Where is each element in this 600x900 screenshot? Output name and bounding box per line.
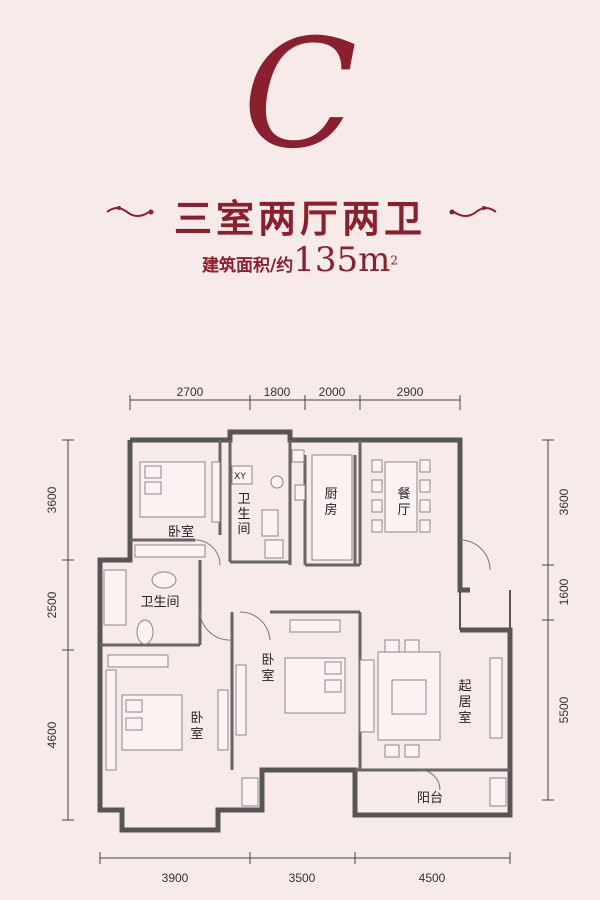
room-living-1: 起 (458, 679, 471, 694)
room-bedroom-bottom-1: 卧 (190, 711, 203, 726)
dim-bottom-1: 3900 (162, 871, 189, 885)
room-bedroom-bottom-2: 室 (190, 726, 203, 742)
area-line: 建筑面积/约135m2 (0, 240, 600, 280)
washer-label: XY (234, 472, 246, 482)
dim-left-3: 4600 (45, 721, 59, 748)
dim-top-2: 1800 (264, 385, 291, 399)
room-dining-2: 厅 (397, 503, 410, 518)
dim-left-1: 3600 (45, 486, 59, 513)
dim-top-4: 2900 (397, 385, 424, 399)
area-unit-sup: 2 (390, 253, 398, 268)
room-balcony: 阳台 (417, 791, 443, 806)
dim-left-2: 2500 (45, 591, 59, 618)
room-bath-top-2: 生 (237, 507, 250, 522)
room-kitchen-2: 房 (324, 502, 337, 518)
room-living-3: 室 (458, 710, 471, 726)
dim-top-3: 2000 (319, 385, 346, 399)
dim-right-3: 5500 (557, 696, 571, 723)
area-value: 135m (293, 240, 391, 280)
dim-top-1: 2700 (177, 385, 204, 399)
room-bedroom-top: 卧室 (168, 524, 194, 540)
room-bedroom-middle-1: 卧 (261, 653, 274, 668)
dim-bottom-2: 3500 (289, 871, 316, 885)
dim-right-2: 1600 (557, 578, 571, 605)
room-bath-top-1: 卫 (237, 492, 250, 507)
room-bedroom-middle-2: 室 (261, 668, 274, 684)
room-bath-top-3: 间 (237, 522, 250, 537)
unit-letter: C (242, 8, 358, 182)
room-bath-left: 卫生间 (140, 595, 179, 610)
room-kitchen-1: 厨 (324, 487, 337, 502)
room-dining-1: 餐 (397, 486, 410, 502)
layout-title: 三室两厅两卫 (173, 196, 426, 241)
furniture (103, 449, 507, 807)
dim-bottom-3: 4500 (419, 871, 446, 885)
door-swings (194, 539, 491, 791)
room-living-2: 居 (458, 695, 471, 710)
outer-walls (97, 429, 513, 833)
ornament-right-icon (449, 206, 497, 217)
dim-right-1: 3600 (557, 488, 571, 515)
area-label: 建筑面积/约 (202, 256, 294, 276)
ornament-left-icon (106, 206, 154, 217)
